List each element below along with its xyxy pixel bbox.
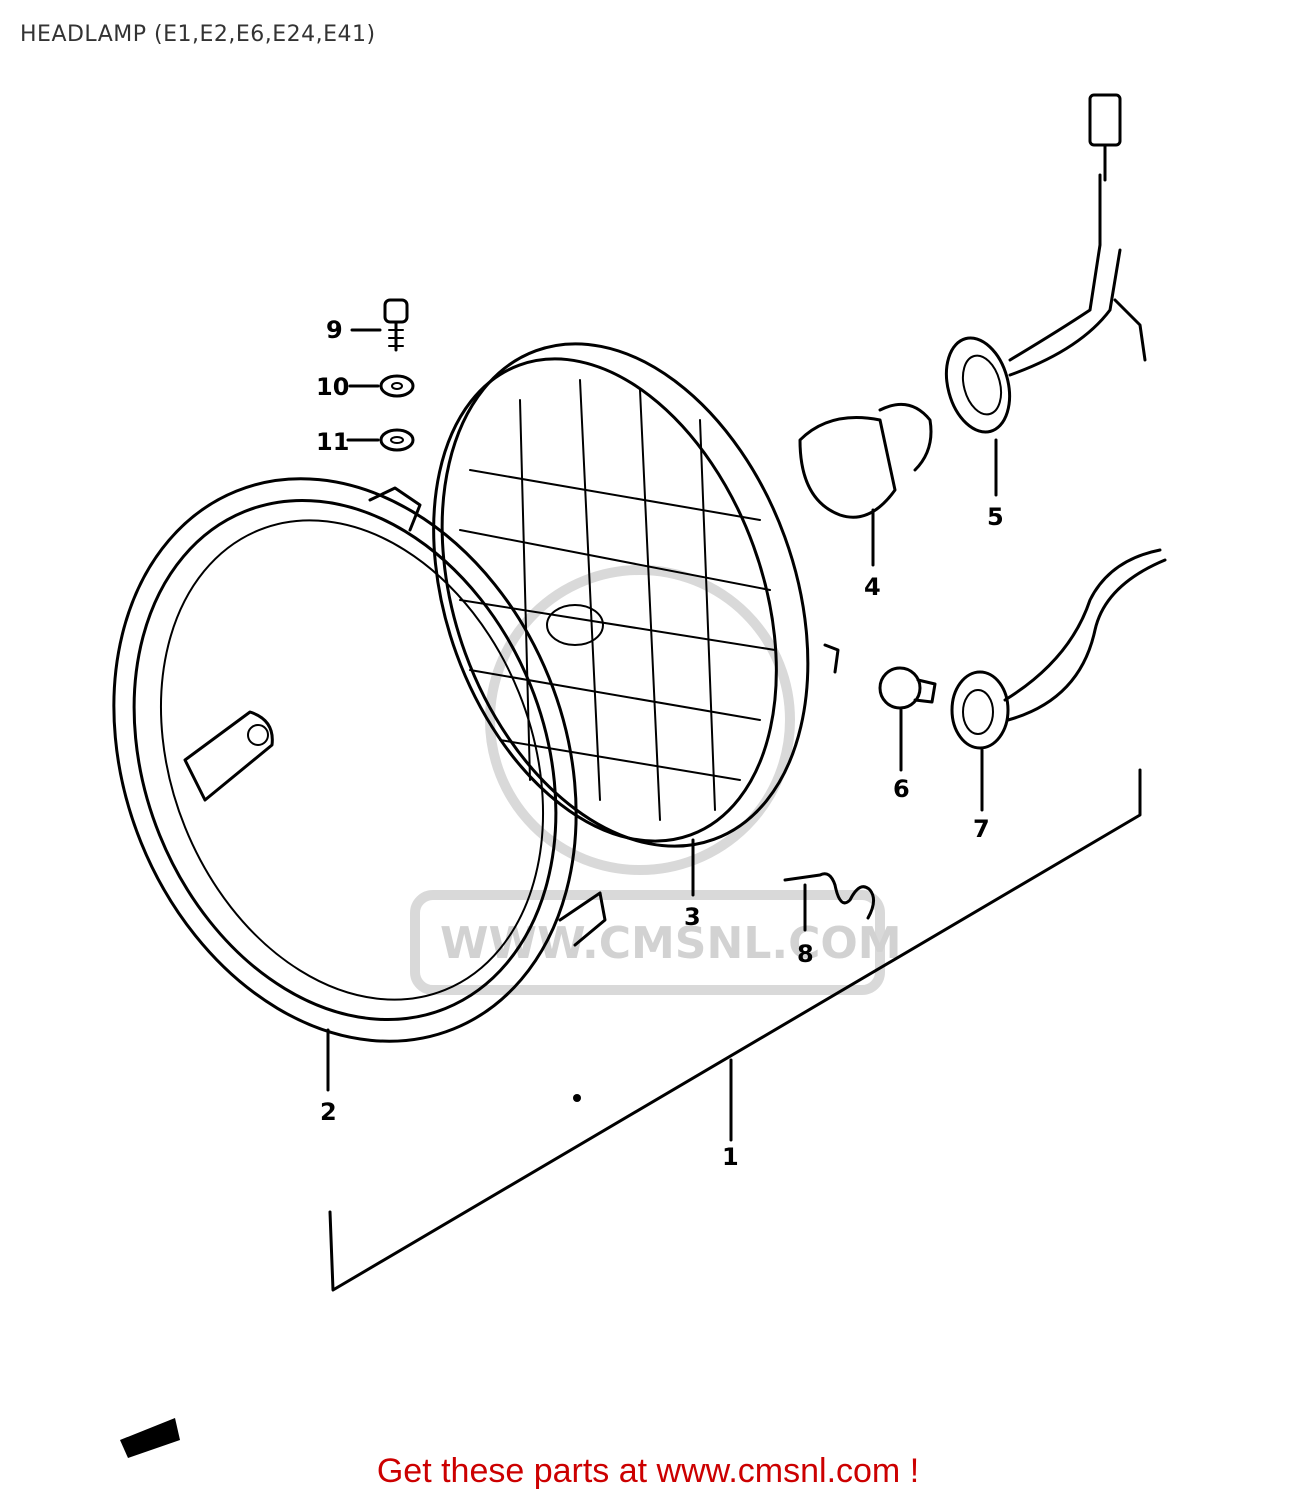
callout-4: 4 [864,573,881,601]
screw [350,298,409,352]
callout-10: 10 [316,373,349,401]
headlamp-rim [112,477,607,1043]
watermark-logo-ring [485,565,795,875]
pilot-bulb [878,666,937,772]
small-dot [573,1094,581,1102]
headlamp-socket [944,93,1147,497]
assembly-bracket [328,768,1142,1292]
callout-6: 6 [893,775,910,803]
spring-clip [783,872,875,932]
callout-11: 11 [316,428,349,456]
corner-mark [120,1418,180,1458]
callout-7: 7 [973,815,990,843]
callout-3: 3 [684,903,701,931]
watermark-text: WWW.CMSNL.COM [440,918,902,969]
headlamp-bulb [798,402,933,567]
watermark-box [410,890,885,995]
watermark: WWW.CMSNL.COM [410,565,902,995]
washer [348,374,415,398]
callout-9: 9 [326,316,343,344]
callout-8: 8 [797,940,814,968]
sealed-beam [432,342,840,848]
callout-5: 5 [987,503,1004,531]
promo-link[interactable]: Get these parts at www.cmsnl.com ! [376,1452,920,1490]
pilot-socket [950,548,1167,812]
page-title: HEADLAMP (E1,E2,E6,E24,E41) [20,22,376,47]
callout-1: 1 [722,1143,739,1171]
callout-2: 2 [320,1098,337,1126]
nut [346,428,415,452]
